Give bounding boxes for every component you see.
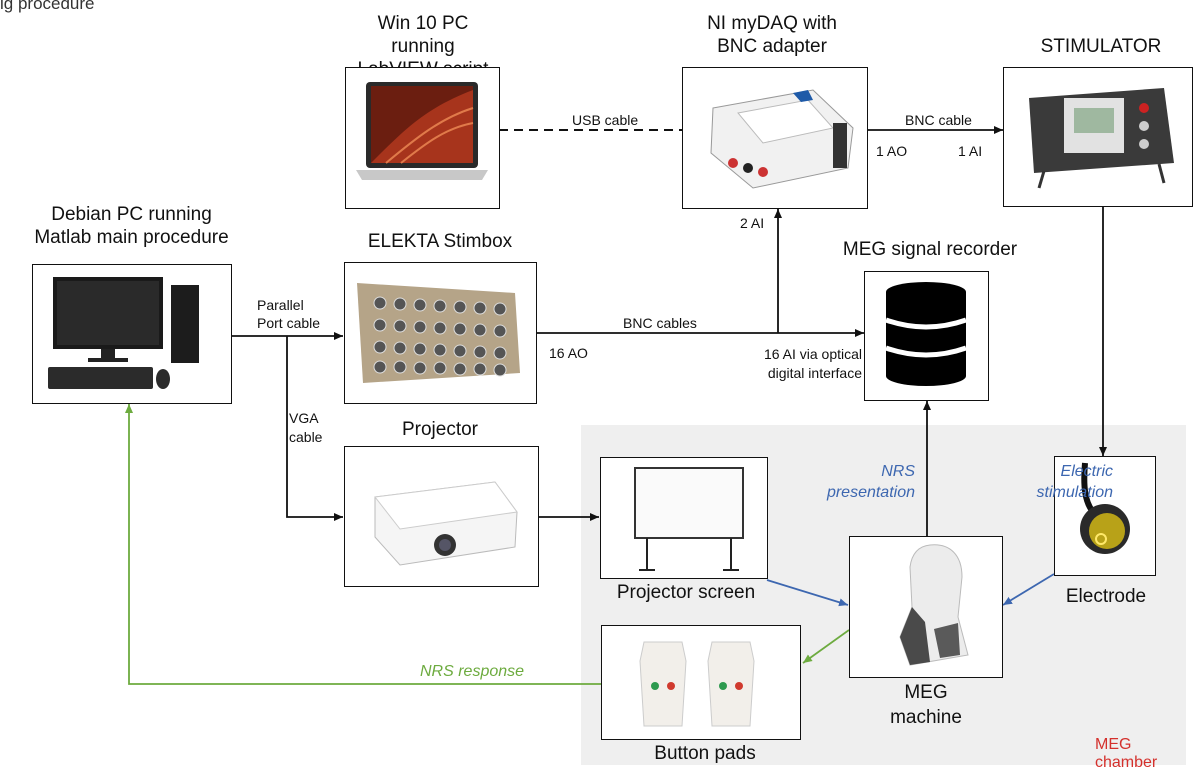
- bnc-cable-label: BNC cable: [905, 112, 972, 128]
- nrs-presentation-label: NRS presentation: [826, 463, 915, 501]
- stimbox-icon: [357, 283, 520, 383]
- ao-16-label: 16 AO: [549, 345, 588, 361]
- usb-cable-label: USB cable: [572, 112, 639, 128]
- debian-pc-title-text: Debian PC running Matlab main procedure: [34, 204, 229, 248]
- ao-1-label: 1 AO: [876, 143, 908, 159]
- parallel-port-label: Parallel Port cable: [257, 297, 321, 331]
- projector-screen-title: Projector screen: [616, 582, 756, 603]
- ai-16-label: 16 AI via optical digital interface: [763, 346, 862, 381]
- laptop-box: [345, 67, 500, 209]
- electrode-icon: [1080, 462, 1130, 554]
- meg-to-buttons-arrow: [802, 629, 850, 664]
- debian-pc-box: [32, 264, 232, 404]
- projector-title: Projector: [401, 419, 479, 440]
- button-pads-title: Button pads: [654, 743, 756, 764]
- projection-screen-icon: [634, 467, 744, 571]
- recorder-box: [864, 271, 989, 401]
- ai-1-label: 1 AI: [958, 143, 983, 159]
- electrode-title: Electrode: [1065, 586, 1147, 607]
- meg-machine-box: [849, 536, 1003, 678]
- projector-screen-box: [600, 457, 768, 579]
- recorder-title: MEG signal recorder: [842, 239, 1018, 260]
- desktop-pc-icon: [48, 277, 199, 389]
- button-pads-icon: [639, 641, 755, 727]
- electric-stimulation-arrow: [1002, 573, 1055, 606]
- stimulator-box: [1003, 67, 1193, 207]
- bnc-cables-label: BNC cables: [623, 315, 697, 331]
- database-icon: [885, 282, 967, 386]
- mydaq-title-text: NI myDAQ with BNC adapter: [707, 13, 837, 57]
- nrs-response-line: [125, 404, 601, 685]
- meg-chamber-label: MEG chamber: [1095, 736, 1158, 771]
- nrs-presentation-arrow: [766, 579, 849, 607]
- projector-box: [344, 446, 539, 587]
- meg-machine-title: MEG machine: [890, 682, 962, 728]
- vga-cable-label: VGA cable: [289, 410, 323, 445]
- electric-stimulation-label: Electric stimulation: [1036, 463, 1113, 501]
- mydaq-title: NI myDAQ with BNC adapter: [672, 12, 872, 58]
- button-pads-box: [601, 625, 801, 740]
- stimbox-title: ELEKTA Stimbox: [367, 231, 513, 252]
- stimulator-title: STIMULATOR: [1040, 36, 1162, 57]
- vga-cable-line: [286, 336, 343, 521]
- debian-pc-title: Debian PC running Matlab main procedure: [14, 203, 249, 249]
- ai-2-label: 2 AI: [740, 215, 765, 231]
- nrs-response-label: NRS response: [420, 663, 525, 680]
- stimulator-icon: [1029, 88, 1174, 189]
- mydaq-icon: [710, 89, 854, 189]
- stimbox-box: [344, 262, 537, 404]
- caption-fragment: ig procedure: [0, 0, 95, 13]
- laptop-icon: [356, 82, 488, 180]
- electrode-box: [1054, 456, 1156, 576]
- projector-icon: [374, 481, 518, 566]
- mydaq-box: [682, 67, 868, 209]
- meg-scanner-icon: [899, 544, 969, 666]
